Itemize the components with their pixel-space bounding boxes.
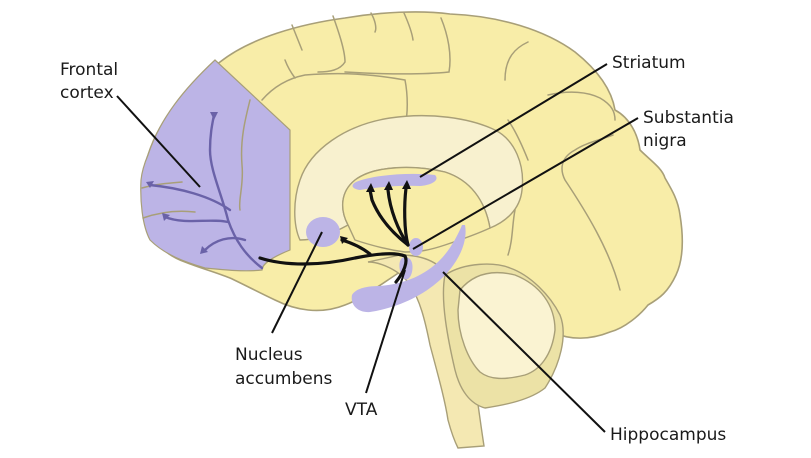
arrowhead-icon <box>402 180 411 189</box>
label-hippocampus: Hippocampus <box>610 425 726 445</box>
nucleus-accumbens-shape <box>306 217 340 247</box>
leader-striatum <box>419 63 608 178</box>
arrowhead-icon <box>384 181 393 190</box>
striatum-shape <box>352 173 437 190</box>
label-striatum: Striatum <box>612 53 686 73</box>
labels: Frontal cortex Striatum Substantia nigra… <box>60 53 734 445</box>
arrowhead-icon <box>162 213 170 221</box>
frontal-branches <box>146 112 264 270</box>
label-frontal-cortex-line2: cortex <box>60 83 114 103</box>
dopamine-pathways <box>258 180 411 284</box>
leader-lines <box>116 63 639 433</box>
leader-substantia-nigra <box>412 117 639 250</box>
leader-frontal-cortex <box>116 95 201 188</box>
dopamine-structures <box>306 173 466 313</box>
arrowhead-icon <box>210 112 218 120</box>
midbrain-region <box>342 166 491 253</box>
label-nucleus-accumbens-line2: accumbens <box>235 369 332 389</box>
leader-hippocampus <box>442 271 606 433</box>
arrowhead-icon <box>340 236 348 244</box>
arrowhead-icon <box>200 246 208 254</box>
label-nucleus-accumbens-line1: Nucleus <box>235 345 303 365</box>
label-frontal-cortex-line1: Frontal <box>60 60 118 80</box>
label-vta: VTA <box>345 400 378 420</box>
frontal-folds <box>141 99 251 219</box>
label-substantia-nigra-line2: nigra <box>643 131 687 151</box>
arrowhead-icon <box>366 183 375 192</box>
label-substantia-nigra-line1: Substantia <box>643 108 734 128</box>
hippocampus-shape <box>351 225 466 313</box>
cerebellum-inner <box>457 271 556 380</box>
arrowhead-icon <box>146 181 154 188</box>
frontal-cortex-region <box>140 59 291 272</box>
leader-nucleus-accumbens <box>271 231 323 334</box>
leader-vta <box>365 269 406 394</box>
